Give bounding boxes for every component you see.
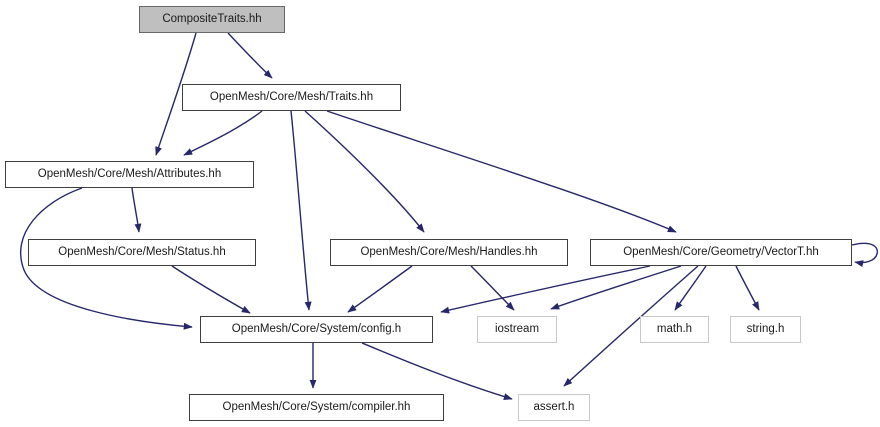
node-label: iostream — [494, 322, 540, 335]
node-label: OpenMesh/Core/Mesh/Attributes.hh — [37, 167, 222, 180]
edge-vectort-config — [440, 265, 651, 314]
node-label: OpenMesh/Core/Mesh/Traits.hh — [209, 90, 374, 103]
edge-traits-attributes — [183, 110, 263, 156]
node-openmesh-core-mesh-traits-hh[interactable]: OpenMesh/Core/Mesh/Traits.hh — [182, 84, 401, 111]
edge-vectort-iostream — [550, 265, 682, 310]
node-openmesh-core-system-compiler-hh[interactable]: OpenMesh/Core/System/compiler.hh — [189, 394, 444, 421]
node-label: math.h — [656, 322, 693, 335]
node-openmesh-core-mesh-attributes-hh[interactable]: OpenMesh/Core/Mesh/Attributes.hh — [5, 161, 254, 188]
node-label: CompositeTraits.hh — [162, 12, 262, 25]
node-iostream[interactable]: iostream — [477, 316, 557, 343]
edge-config-assert_h — [361, 342, 513, 400]
node-composite-traits-hh[interactable]: CompositeTraits.hh — [139, 6, 285, 33]
node-openmesh-core-mesh-status-hh[interactable]: OpenMesh/Core/Mesh/Status.hh — [28, 239, 256, 266]
node-label: OpenMesh/Core/System/compiler.hh — [222, 400, 411, 413]
node-assert-h[interactable]: assert.h — [518, 394, 590, 421]
node-label: OpenMesh/Core/Mesh/Status.hh — [58, 245, 226, 258]
edge-status-config — [171, 265, 251, 314]
node-label: assert.h — [533, 400, 575, 413]
node-label: string.h — [746, 322, 785, 335]
edge-traits-config — [290, 110, 312, 311]
edge-attributes-status — [131, 187, 142, 233]
edge-handles-config — [347, 265, 413, 313]
edge-composite_traits-traits — [227, 32, 273, 79]
edge-vectort-string_h — [735, 265, 760, 311]
node-string-h[interactable]: string.h — [730, 316, 801, 343]
node-math-h[interactable]: math.h — [640, 316, 709, 343]
edge-traits-vectort — [326, 110, 677, 233]
node-label: OpenMesh/Core/Mesh/Handles.hh — [360, 245, 538, 258]
node-label: OpenMesh/Core/System/config.h — [231, 322, 402, 335]
edges-group — [19, 32, 879, 400]
node-openmesh-core-system-config-h[interactable]: OpenMesh/Core/System/config.h — [200, 316, 433, 343]
edge-traits-handles — [304, 110, 425, 233]
node-label: OpenMesh/Core/Geometry/VectorT.hh — [623, 245, 819, 258]
edge-vectort-vectort-selfloop — [851, 242, 879, 268]
edge-vectort-math_h — [674, 265, 707, 311]
node-openmesh-core-mesh-handles-hh[interactable]: OpenMesh/Core/Mesh/Handles.hh — [330, 239, 568, 266]
edge-handles-iostream — [470, 265, 515, 311]
node-openmesh-core-geometry-vectort-hh[interactable]: OpenMesh/Core/Geometry/VectorT.hh — [590, 239, 852, 266]
